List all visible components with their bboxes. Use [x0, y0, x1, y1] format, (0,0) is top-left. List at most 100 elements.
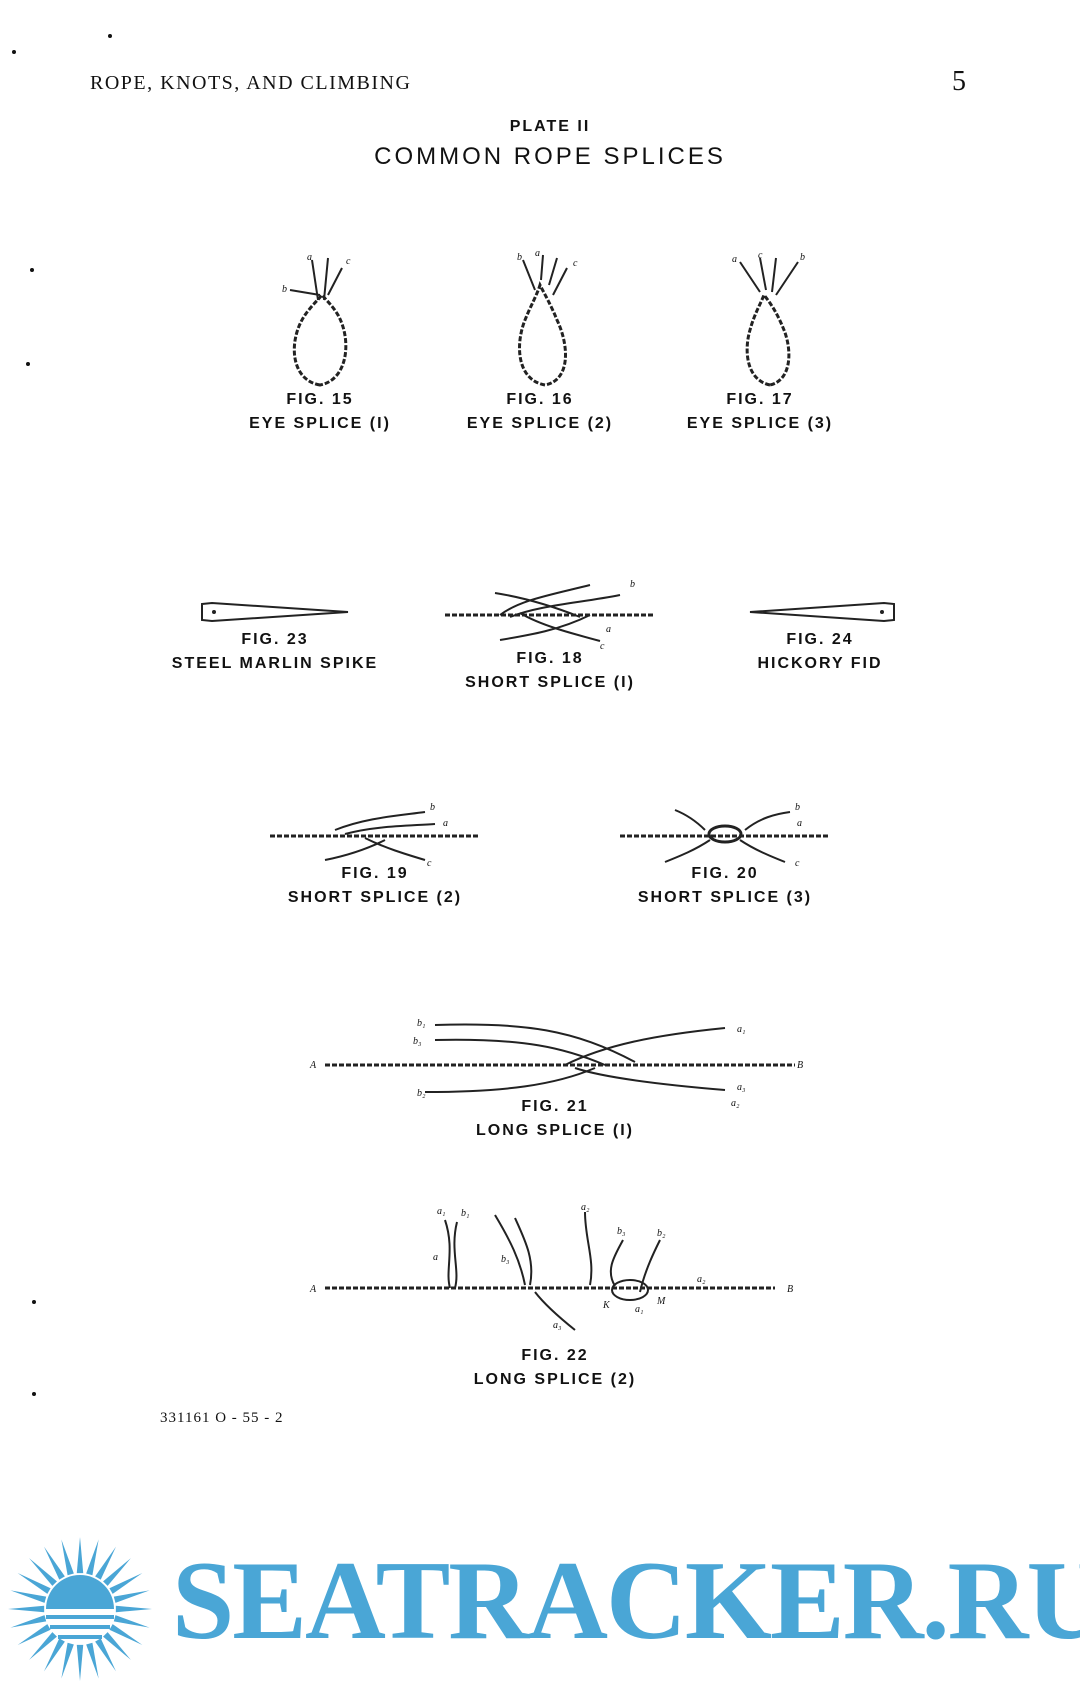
fig20-short-splice-3-illustration: b a c [620, 802, 830, 869]
strand-label-a3: a₃ [553, 1320, 562, 1331]
fig23-caption: FIG. 23 STEEL MARLIN SPIKE [160, 628, 390, 676]
fig18-number: FIG. 18 [516, 650, 584, 667]
fig17-eye-splice-3-illustration: a c b [732, 250, 805, 387]
strand-label-A: A [309, 1284, 317, 1295]
sun-ray [109, 1573, 143, 1594]
fig21-name: LONG SPLICE (I) [476, 1122, 634, 1139]
fig20-name: SHORT SPLICE (3) [637, 889, 813, 906]
fig15-eye-splice-1-illustration: a c b [282, 252, 351, 387]
sun-ray [109, 1624, 143, 1645]
strand-label-a: a [535, 248, 540, 259]
fig24-caption: FIG. 24 HICKORY FID [720, 628, 920, 676]
sun-ray [113, 1615, 150, 1628]
strand-label-K: K [602, 1300, 611, 1311]
strand-label-a2: a₂ [731, 1098, 740, 1109]
fig16-number: FIG. 16 [506, 391, 574, 408]
plate-label: PLATE II [509, 118, 591, 135]
fig24-name: HICKORY FID [757, 655, 883, 672]
fig19-name: SHORT SPLICE (2) [287, 889, 463, 906]
strand-label-b2: b₂ [657, 1228, 666, 1239]
strand-label-b: b [517, 252, 522, 263]
strand-label-b3: b₃ [617, 1226, 626, 1237]
strand-label-c: c [427, 858, 432, 869]
fig16-caption: FIG. 16 EYE SPLICE (2) [460, 388, 620, 436]
fig23-number: FIG. 23 [241, 631, 309, 648]
fig15-number: FIG. 15 [286, 391, 354, 408]
strand-label-a3: a₃ [737, 1082, 746, 1093]
strand-label-M: M [656, 1296, 666, 1307]
running-head: ROPE, KNOTS, AND CLIMBING [90, 72, 412, 94]
sun-ray [17, 1624, 51, 1645]
fig22-long-splice-2-illustration: A B a₁ b₁ a b₃ a₃ a₂ b₃ b₂ a₂ K a₁ M [309, 1202, 793, 1331]
strand-label-b: b [795, 802, 800, 813]
sun-ray [44, 1638, 65, 1672]
strand-label-b3: b₃ [413, 1036, 422, 1047]
fig18-caption: FIG. 18 SHORT SPLICE (I) [440, 647, 660, 695]
sun-ray [61, 1642, 74, 1679]
sun-ray [61, 1539, 74, 1576]
fig22-name: LONG SPLICE (2) [473, 1371, 637, 1388]
strand-label-b: b [282, 284, 287, 295]
sun-ray [10, 1590, 47, 1603]
sun-ray [44, 1546, 65, 1580]
fig15-caption: FIG. 15 EYE SPLICE (I) [240, 388, 400, 436]
print-code: 331161 O - 55 - 2 [160, 1410, 284, 1426]
fig16-eye-splice-2-illustration: b a c [517, 248, 578, 387]
strand-label-a: a [433, 1252, 438, 1263]
fig23-marlin-spike-illustration [201, 601, 349, 623]
strand-label-a: a [797, 818, 802, 829]
fig19-caption: FIG. 19 SHORT SPLICE (2) [270, 862, 480, 910]
strand-label-a1: a₁ [737, 1024, 745, 1035]
strand-label-b: b [630, 579, 635, 590]
sun-ray [115, 1605, 152, 1613]
fig17-caption: FIG. 17 EYE SPLICE (3) [680, 388, 840, 436]
fig15-name: EYE SPLICE (I) [249, 415, 391, 432]
sun-ray [29, 1558, 57, 1586]
scan-speck [30, 268, 34, 272]
strand-label-c: c [600, 641, 605, 652]
strand-label-b: b [800, 252, 805, 263]
fig23-name: STEEL MARLIN SPIKE [171, 655, 379, 672]
fig21-long-splice-1-illustration: A B b₁ b₃ b₂ a₁ a₃ a₂ [309, 1018, 803, 1109]
fig22-number: FIG. 22 [521, 1347, 589, 1364]
fig17-number: FIG. 17 [726, 391, 794, 408]
fig22-caption: FIG. 22 LONG SPLICE (2) [455, 1344, 655, 1392]
strand-label-a2: a₂ [581, 1202, 590, 1213]
strand-label-c: c [573, 258, 578, 269]
page-number: 5 [952, 66, 966, 97]
fig20-caption: FIG. 20 SHORT SPLICE (3) [620, 862, 830, 910]
fig21-number: FIG. 21 [521, 1098, 589, 1115]
fig24-hickory-fid-illustration [749, 601, 895, 623]
strand-label-a: a [732, 254, 737, 265]
plate-title: COMMON ROPE SPLICES [374, 143, 726, 170]
sun-ray [29, 1632, 57, 1660]
strand-label-c: c [758, 250, 763, 261]
sun-ray [10, 1615, 47, 1628]
fig18-short-splice-1-illustration: b a c [445, 579, 655, 652]
strand-label-a1: a₁ [635, 1304, 643, 1315]
strand-label-a: a [307, 252, 312, 263]
fig17-name: EYE SPLICE (3) [686, 415, 834, 432]
strand-label-a1: a₁ [437, 1206, 445, 1217]
strand-label-a2: a₂ [697, 1274, 706, 1285]
fig19-number: FIG. 19 [341, 865, 409, 882]
sun-ray [86, 1642, 99, 1679]
sun-ray [86, 1539, 99, 1576]
scan-speck [32, 1300, 36, 1304]
strand-label-b: b [430, 802, 435, 813]
fig18-name: SHORT SPLICE (I) [465, 674, 635, 691]
strand-label-b1: b₁ [417, 1018, 425, 1029]
fig24-number: FIG. 24 [786, 631, 854, 648]
strand-label-b1: b₁ [461, 1208, 469, 1219]
sun-ray [76, 1644, 84, 1681]
strand-label-A: A [309, 1060, 317, 1071]
fig16-name: EYE SPLICE (2) [466, 415, 614, 432]
fig20-number: FIG. 20 [691, 865, 759, 882]
scan-speck [32, 1392, 36, 1396]
strand-label-B: B [787, 1284, 793, 1295]
fig19-short-splice-2-illustration: b a c [270, 802, 480, 869]
watermark-text: SEATRACKER.RU [172, 1539, 1080, 1663]
fig21-caption: FIG. 21 LONG SPLICE (I) [455, 1095, 655, 1143]
sun-ray [76, 1537, 84, 1574]
sun-ray [103, 1632, 131, 1660]
